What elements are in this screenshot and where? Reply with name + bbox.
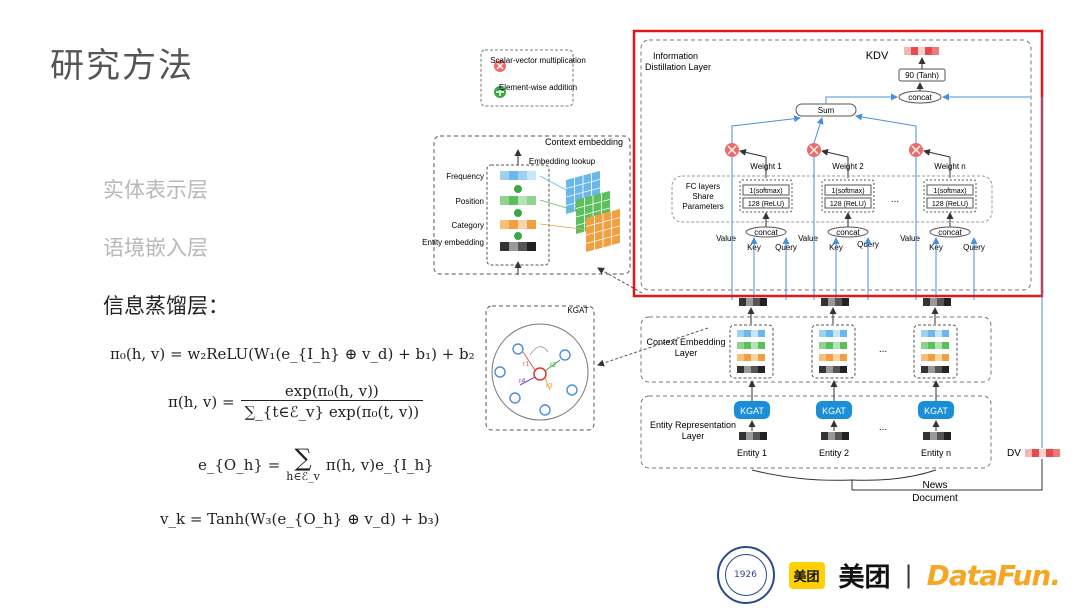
context-layer-line2: Layer [675, 348, 698, 358]
bullet-distill-layer: 信息蒸馏层： [103, 294, 229, 318]
kgat-button-1: KGAT [740, 406, 764, 416]
kgat-edge-r1: r1 [523, 361, 529, 368]
fc-block-2: 1(softmax) 128 (ReLU) [821, 179, 875, 213]
kgat-graph-box: KGAT r1 r2 r3 r4 [485, 305, 595, 431]
tanh-label: 90 (Tanh) [905, 71, 939, 80]
context-embedding-layer: Context Embedding Layer ... [640, 307, 992, 383]
meituan-logo-text: 美团 [838, 562, 891, 593]
fcn-relu: 128 (ReLU) [932, 201, 968, 208]
equation-pi-numerator: exp(π₀(h, v)) [284, 382, 379, 400]
kgat-edge-r2: r2 [550, 362, 556, 369]
entity-1-label: Entity 1 [737, 448, 767, 458]
entity-representation-layer: Entity Representation Layer KGAT KGAT ..… [640, 380, 992, 469]
value-label-1: Value [716, 234, 736, 243]
equation-pi-left: π(h, v) = [168, 392, 235, 411]
context-stack-n [913, 324, 958, 379]
logo-separator: | [904, 561, 913, 589]
context-dots: ... [879, 344, 887, 355]
fc-dots: ... [891, 194, 899, 205]
fc2-relu: 128 (ReLU) [830, 201, 866, 208]
equation-vk: v_k = Tanh(W₃(e_{O_h} ⊕ v_d) + b₃) [160, 510, 440, 528]
kgat-edge-r3: r3 [546, 383, 552, 390]
kgat-button-2: KGAT [822, 406, 846, 416]
kdv-label: KDV [866, 50, 889, 62]
fc-label-line1: FC layers [686, 182, 720, 191]
sum-label: Sum [818, 106, 835, 115]
context-embedding-title: Context embedding [545, 137, 623, 147]
meituan-logo-box: 美团 [788, 561, 825, 589]
footer-logos: 1926 美团 美团 | DataFun. [716, 546, 1061, 604]
top-concat-label: concat [908, 93, 932, 102]
concat-1: concat [754, 228, 778, 237]
fc-label-line3: Parameters [682, 202, 723, 211]
datafun-logo: DataFun. [926, 558, 1061, 592]
equation-pi: π(h, v) = exp(π₀(h, v)) ∑_{t∈ℰ_v} exp(π₀… [168, 382, 424, 421]
embedding-lookup-label: Embedding lookup [529, 157, 596, 166]
legend-box: Scalar-vector multiplication Element-wis… [480, 49, 586, 107]
concat-n: concat [938, 228, 962, 237]
kgat-button-n: KGAT [924, 406, 948, 416]
info-distillation-layer: Information Distillation Layer KDV 90 (T… [640, 39, 1032, 300]
distill-title-line1: Information [653, 51, 698, 61]
entity-2-label: Entity 2 [819, 448, 849, 458]
dv-label: DV [1007, 448, 1021, 459]
kdv-vector [904, 47, 939, 55]
fc-block-n: 1(softmax) 128 (ReLU) [923, 179, 977, 213]
entity-n-label: Entity n [921, 448, 951, 458]
row-frequency-label: Frequency [446, 172, 484, 181]
news-doc-line1: News [922, 480, 947, 491]
university-seal-icon: 1926 [716, 546, 775, 604]
row-position-label: Position [456, 197, 484, 206]
equation-eo: e_{O_h} = ∑ h∈ℰ_v π(h, v)e_{I_h} [198, 446, 434, 483]
context-embedding-box: Context embedding Frequency Position Cat… [422, 135, 631, 275]
context-layer-line1: Context Embedding [646, 337, 725, 347]
entity-layer-line1: Entity Representation [650, 420, 736, 430]
legend-elementwise-label: Element-wise addition [499, 83, 577, 92]
layer-output-vectors [739, 298, 951, 306]
kgat-graph-title: KGAT [567, 306, 588, 315]
equation-eo-sum: ∑ [294, 444, 312, 472]
distill-title-line2: Distillation Layer [645, 62, 711, 72]
context-stack-1 [729, 324, 774, 379]
slide-title: 研究方法 [50, 46, 194, 86]
row-category-label: Category [452, 221, 484, 230]
news-doc-line2: Document [912, 493, 958, 504]
equation-eo-subscript: h∈ℰ_v [286, 470, 320, 483]
context-stack-2 [811, 324, 856, 379]
fc-block-1: 1(softmax) 128 (ReLU) [739, 179, 793, 213]
fc-label-line2: Share [692, 192, 714, 201]
dv-vector [1025, 449, 1060, 457]
equation-eo-left: e_{O_h} = [198, 455, 281, 474]
value-label-2: Value [798, 234, 818, 243]
fcn-softmax: 1(softmax) [933, 188, 966, 195]
legend-scalar-label: Scalar-vector multiplication [490, 56, 586, 65]
kgat-edge-r4: r4 [519, 378, 525, 385]
fc1-relu: 128 (ReLU) [748, 201, 784, 208]
fc1-softmax: 1(softmax) [749, 188, 782, 195]
bullet-entity-layer: 实体表示层 [103, 178, 208, 202]
university-seal-year: 1926 [724, 554, 767, 596]
equation-pi0: π₀(h, v) = w₂ReLU(W₁(e_{I_h} ⊕ v_d) + b₁… [110, 345, 475, 363]
fc2-softmax: 1(softmax) [831, 188, 864, 195]
bullet-context-layer: 语境嵌入层 [103, 236, 208, 260]
value-label-n: Value [900, 234, 920, 243]
concat-2: concat [836, 228, 860, 237]
equation-eo-right: π(h, v)e_{I_h} [325, 455, 434, 474]
row-entity-label: Entity embedding [422, 238, 484, 247]
equation-pi-denominator: ∑_{t∈ℰ_v} exp(π₀(t, v)) [240, 400, 424, 421]
entity-layer-line2: Layer [682, 431, 705, 441]
entity-dots: ... [879, 422, 887, 433]
